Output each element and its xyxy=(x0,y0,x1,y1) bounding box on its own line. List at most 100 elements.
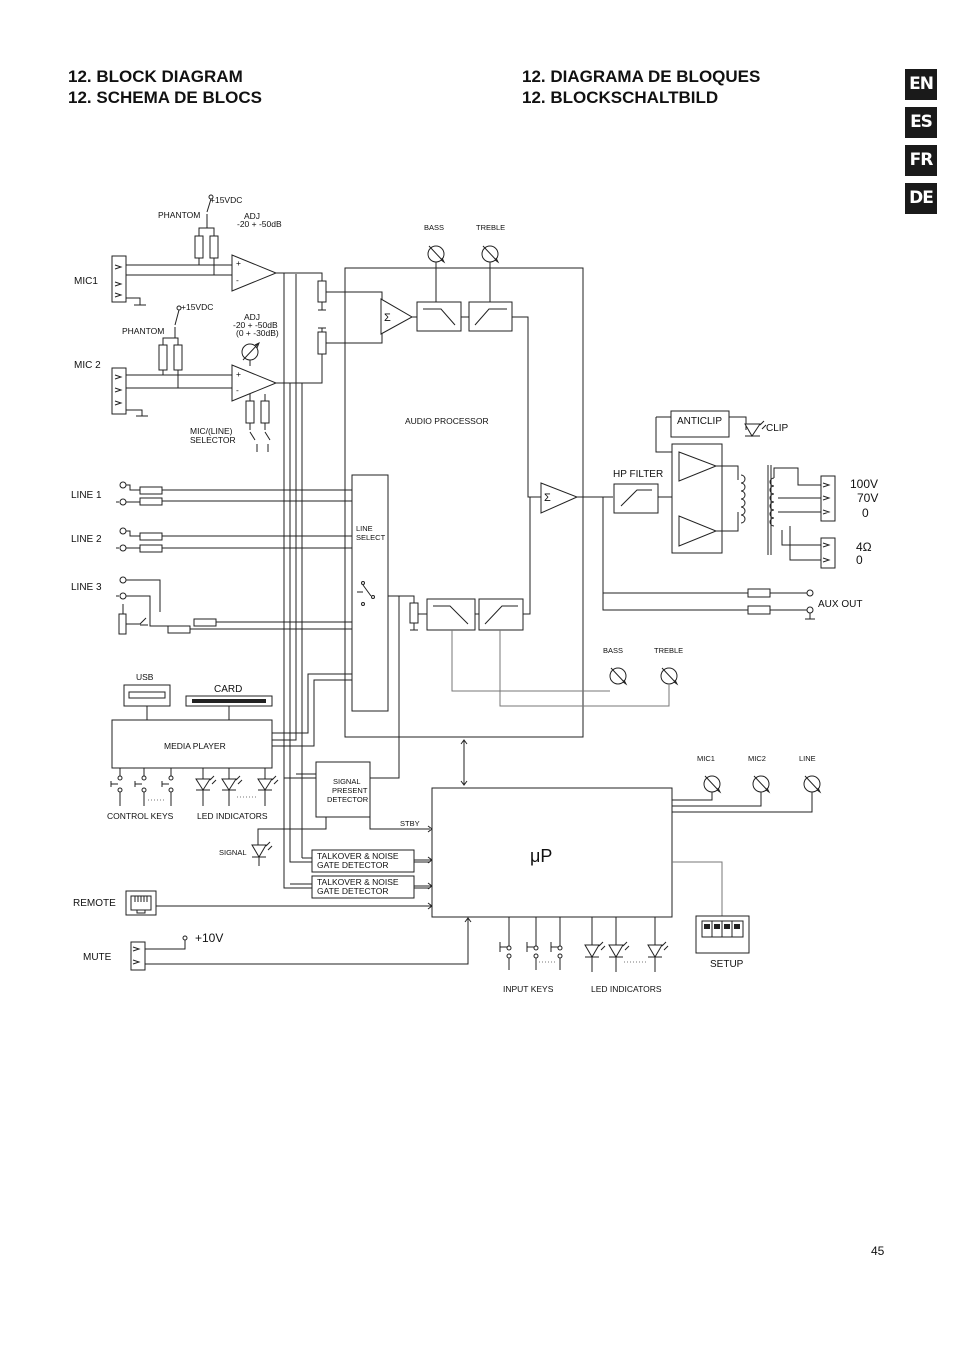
setup-label: SETUP xyxy=(710,959,744,970)
bass-filter-block-bottom xyxy=(426,598,476,631)
bass-bottom-label: BASS xyxy=(603,646,623,655)
input-summing-amp xyxy=(380,298,414,335)
titles-right: 12. DIAGRAMA DE BLOQUES 12. BLOCKSCHALTB… xyxy=(522,66,760,108)
led-indicators-left-group xyxy=(195,768,279,806)
power-amp-upper xyxy=(678,451,718,482)
media-player-label: MEDIA PLAYER xyxy=(164,741,226,751)
hp-filter-label: HP FILTER xyxy=(613,469,663,480)
title-diagrama-de-bloques: 12. DIAGRAMA DE BLOQUES xyxy=(522,67,761,86)
language-tab-fr[interactable]: FR xyxy=(905,145,937,176)
signal-present-label-2: PRESENT xyxy=(332,786,368,795)
mic1-phantom-resistor-a xyxy=(194,235,204,259)
aux-out-label: AUX OUT xyxy=(818,599,862,610)
line-inputs-section: LINE 1 LINE 2 LINE 3 xyxy=(71,481,352,635)
language-tab-es[interactable]: ES xyxy=(905,107,937,138)
anticlip-block xyxy=(670,410,730,438)
mic1-supply-label: +15VDC xyxy=(210,195,242,205)
mic2-label: MIC 2 xyxy=(74,360,101,371)
mic1-amp-minus: - xyxy=(236,275,239,285)
output-4ohm-0-label: 0 xyxy=(856,553,863,567)
input-keys-group xyxy=(499,917,563,970)
mic1-phantom-switch xyxy=(208,194,214,200)
line-level-resistor xyxy=(409,602,419,624)
output-0-label: 0 xyxy=(862,506,869,520)
led-indicators-right-label: LED INDICATORS xyxy=(591,984,662,994)
language-tab-en[interactable]: EN xyxy=(905,69,937,100)
mic2-phantom-switch xyxy=(176,305,182,311)
line1-resistor-a xyxy=(139,486,163,495)
output-70v-label: 70V xyxy=(857,491,878,505)
signal-led-label: SIGNAL xyxy=(219,848,247,857)
treble-filter-block xyxy=(468,301,513,332)
stby-label: STBY xyxy=(400,819,420,828)
microprocessor-label: μP xyxy=(530,846,552,866)
line2-resistor-b xyxy=(139,544,163,553)
card-label: CARD xyxy=(214,684,242,695)
line-select-label-2: SELECT xyxy=(356,533,386,542)
input-keys-label: INPUT KEYS xyxy=(503,984,554,994)
talkover-detector-1-label-1: TALKOVER & NOISE xyxy=(317,851,399,861)
treble-bottom-label: TREBLE xyxy=(654,646,683,655)
input-sum-symbol: Σ xyxy=(384,312,391,324)
bass-filter-block xyxy=(416,301,462,332)
line-select-label-1: LINE xyxy=(356,524,373,533)
line3-resistor-a xyxy=(193,618,217,627)
language-tab-de[interactable]: DE xyxy=(905,183,937,214)
mic2-input-section: +15VDC ADJ -20 + -50dB (0 + -30dB) PHANT… xyxy=(74,302,323,452)
mic2-phantom-label: PHANTOM xyxy=(122,326,164,336)
line2-label: LINE 2 xyxy=(71,534,102,545)
line1-resistor-b xyxy=(139,497,163,506)
talkover-detector-1-label-2: GATE DETECTOR xyxy=(317,860,388,870)
mic2-phantom-resistor-b xyxy=(173,344,183,371)
line3-jack-body xyxy=(118,613,127,635)
line3-jack-b xyxy=(119,592,127,600)
mic2-adj-range-alt-label: (0 + -30dB) xyxy=(236,328,279,338)
line1-jack-b xyxy=(119,498,127,506)
power-amp-lower xyxy=(678,515,718,547)
mic2-selector-label-2: SELECTOR xyxy=(190,435,236,445)
signal-led-icon xyxy=(251,844,267,858)
control-keys-group xyxy=(110,768,174,806)
aux-out-resistor-a xyxy=(747,588,771,598)
line2-jack-a xyxy=(119,527,127,535)
mic1-control-label: MIC1 xyxy=(697,754,715,763)
usb-label: USB xyxy=(136,672,154,682)
output-sum-symbol: Σ xyxy=(544,492,551,504)
control-keys-label: CONTROL KEYS xyxy=(107,811,174,821)
speaker-output-terminal-4ohm xyxy=(820,537,836,569)
audio-processor-label: AUDIO PROCESSOR xyxy=(405,416,489,426)
mic1-label: MIC1 xyxy=(74,276,98,287)
line2-resistor-a xyxy=(139,532,163,541)
treble-top-label: TREBLE xyxy=(476,223,505,232)
line2-jack-b xyxy=(119,544,127,552)
output-transformer-primary xyxy=(740,474,746,524)
mic2-preamp xyxy=(231,364,278,402)
mic2-phantom-resistor-a xyxy=(158,344,168,371)
line-select-block xyxy=(351,474,389,712)
clip-led-icon xyxy=(744,423,761,437)
title-blockschaltbild: 12. BLOCKSCHALTBILD xyxy=(522,88,719,107)
output-4ohm-label: 4Ω xyxy=(856,540,872,554)
talkover-detector-2-block xyxy=(311,875,415,899)
led-indicators-left-label: LED INDICATORS xyxy=(197,811,268,821)
mic1-adj-range-label: -20 + -50dB xyxy=(237,219,282,229)
treble-filter-block-bottom xyxy=(478,598,524,631)
mic2-level-resistor xyxy=(317,331,327,355)
mic2-amp-plus: + xyxy=(236,369,241,379)
led-indicators-right-group xyxy=(584,917,669,972)
audio-processor-block xyxy=(344,267,584,738)
aux-out-jack-b xyxy=(806,606,814,614)
line3-jack-a xyxy=(119,576,127,584)
output-100v-label: 100V xyxy=(850,477,878,491)
output-summing-amp xyxy=(540,482,579,514)
line3-resistor-b xyxy=(167,625,191,634)
mic2-supply-label: +15VDC xyxy=(181,302,213,312)
signal-present-label-1: SIGNAL xyxy=(333,777,361,786)
mic2-adj-label: ADJ xyxy=(244,312,260,322)
mute-label: MUTE xyxy=(83,952,112,963)
line3-label: LINE 3 xyxy=(71,582,102,593)
language-tabs: EN ES FR DE xyxy=(905,69,937,221)
mic1-xlr-connector xyxy=(111,255,127,303)
mic2-selector-resistor-a xyxy=(245,400,255,424)
